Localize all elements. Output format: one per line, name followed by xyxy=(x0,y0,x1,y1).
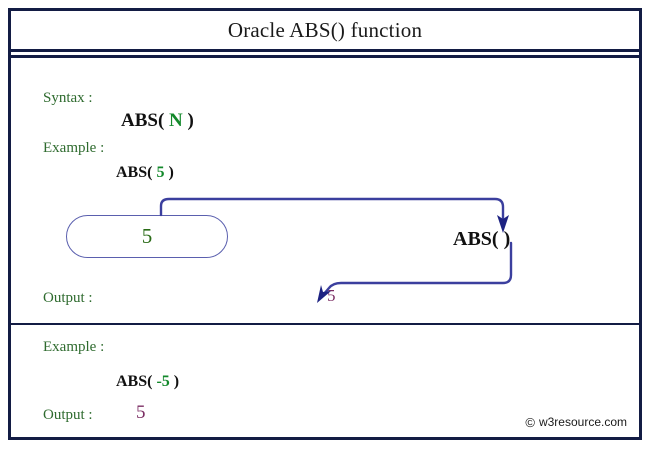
example-label-one: Example : xyxy=(43,140,105,156)
copyright-icon: © xyxy=(525,414,535,430)
example-code-two: ABS( -5 ) xyxy=(116,373,179,391)
output-value-two: 5 xyxy=(136,402,146,423)
title-divider-top xyxy=(11,49,639,52)
example-code-two-prefix: ABS( xyxy=(116,373,157,390)
input-value-text: 5 xyxy=(141,224,153,248)
example-code-one: ABS( 5 ) xyxy=(116,164,174,182)
footer-site-name: w3resource.com xyxy=(538,415,627,429)
example-code-one-suffix: ) xyxy=(164,164,174,181)
diagram-frame: Oracle ABS() function Syntax : ABS( N ) … xyxy=(8,8,642,440)
footer-credit: © w3resource.com xyxy=(525,415,627,429)
function-call-label: ABS( ) xyxy=(453,228,511,250)
output-label-one: Output : xyxy=(43,290,93,306)
syntax-label: Syntax : xyxy=(43,90,93,106)
input-value-pill: 5 xyxy=(66,215,228,258)
title-divider-bottom xyxy=(11,55,639,58)
example-code-two-suffix: ) xyxy=(169,373,180,390)
syntax-example-section: Syntax : ABS( N ) Example : ABS( 5 ) 5 A… xyxy=(11,58,639,323)
title-bar: Oracle ABS() function xyxy=(11,11,639,49)
example-code-one-argument: 5 xyxy=(156,164,165,181)
example-code-one-prefix: ABS( xyxy=(116,164,157,181)
page-title: Oracle ABS() function xyxy=(227,17,423,42)
flow-arrows xyxy=(159,197,513,303)
example-label-two: Example : xyxy=(43,339,105,355)
section-divider xyxy=(11,323,639,325)
output-label-two: Output : xyxy=(43,407,93,423)
output-value-one: 5 xyxy=(327,286,336,305)
syntax-code-prefix: ABS( xyxy=(121,110,170,131)
syntax-code-argument: N xyxy=(169,110,183,131)
syntax-code: ABS( N ) xyxy=(121,110,194,132)
example-code-two-argument: -5 xyxy=(156,373,170,390)
syntax-code-suffix: ) xyxy=(182,110,194,131)
second-example-section: Example : ABS( -5 ) Output : 5 xyxy=(11,325,639,440)
